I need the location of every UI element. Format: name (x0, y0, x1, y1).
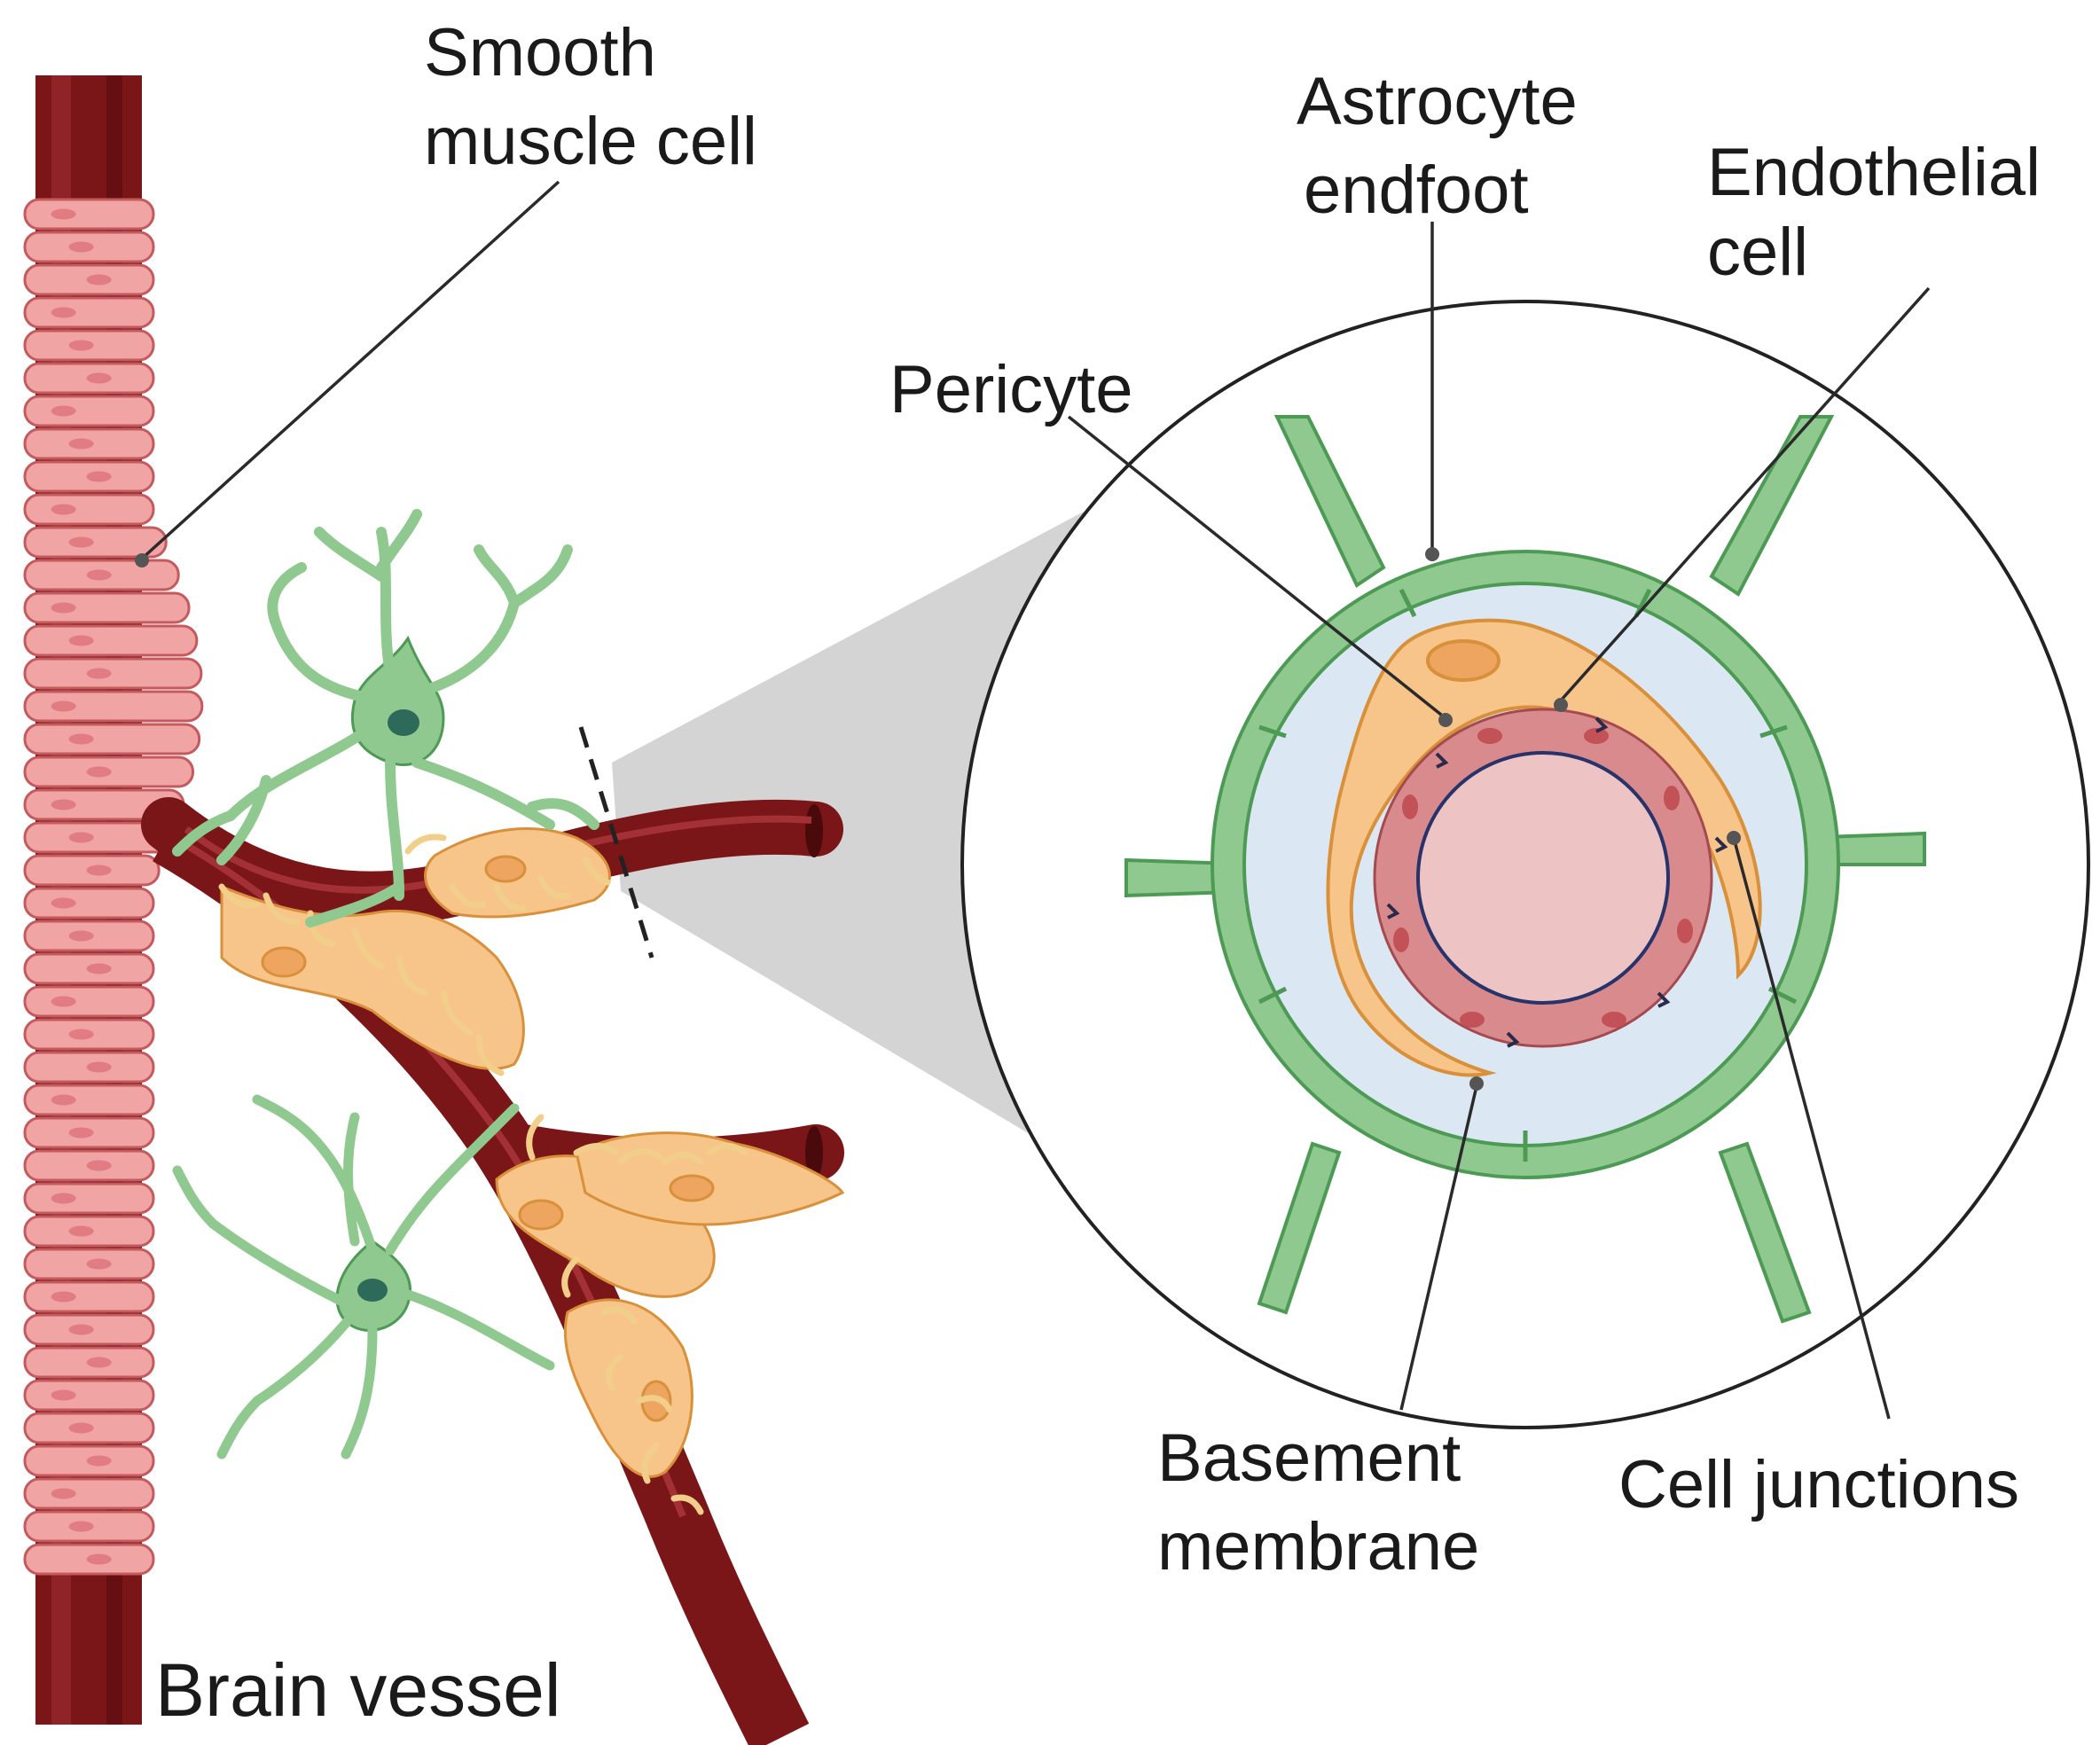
label-endothelial-line1: Endothelial (1707, 135, 2041, 210)
astrocyte-endfoot-processes (1124, 415, 1926, 1324)
smooth-muscle-nucleus (86, 372, 112, 384)
smooth-muscle-nucleus (51, 602, 76, 614)
smooth-muscle-nucleus (86, 274, 112, 286)
smooth-muscle-nucleus (68, 1127, 94, 1139)
smooth-muscle-ring (23, 296, 155, 329)
smooth-muscle-ring (23, 723, 201, 755)
section-cut-line (578, 726, 654, 959)
smooth-muscle-nucleus (86, 1160, 112, 1171)
label-endothelial-line2: cell (1707, 215, 1808, 290)
smooth-muscle-nucleus (68, 241, 94, 253)
smooth-muscle-nucleus (86, 1061, 112, 1073)
smooth-muscle-nucleus (68, 536, 94, 548)
smooth-muscle-nucleus (51, 307, 76, 318)
smooth-muscle-nucleus (86, 1258, 112, 1270)
smooth-muscle-nucleus (68, 832, 94, 843)
smooth-muscle-nucleus (86, 569, 112, 581)
label-pericyte: Pericyte (889, 352, 1133, 427)
cell-junction-marks (1386, 716, 1728, 1048)
smooth-muscle-ring (23, 1477, 155, 1510)
label-basement-line2: membrane (1157, 1509, 1479, 1585)
label-smooth-muscle-line2: muscle cell (424, 104, 757, 179)
smooth-muscle-nucleus (51, 996, 76, 1007)
endothelial-nuclei (1393, 728, 1693, 1028)
smooth-muscle-nucleus (68, 1324, 94, 1335)
smooth-muscle-nucleus (86, 1553, 112, 1565)
smooth-muscle-ring (23, 657, 203, 690)
smooth-muscle-nucleus (51, 1193, 76, 1204)
smooth-muscle-ring (23, 591, 191, 624)
smooth-muscle-nucleus (68, 340, 94, 351)
smooth-muscle-ring (23, 493, 155, 526)
smooth-muscle-nucleus (86, 1455, 112, 1467)
label-astrocyte-endfoot-line2: endfoot (1304, 153, 1529, 228)
smooth-muscle-nucleus (51, 897, 76, 909)
smooth-muscle-nucleus (86, 766, 112, 778)
smooth-muscle-nucleus (68, 1029, 94, 1040)
smooth-muscle-nucleus (86, 471, 112, 482)
smooth-muscle-ring (23, 1280, 155, 1313)
smooth-muscle-nucleus (86, 963, 112, 974)
astrocyte-upper (172, 509, 599, 927)
smooth-muscle-nucleus (51, 1389, 76, 1401)
zoom-cone (612, 505, 1095, 1170)
smooth-muscle-nucleus (51, 1094, 76, 1106)
smooth-muscle-ring (23, 1182, 155, 1215)
smooth-muscle-nucleus (51, 799, 76, 810)
astrocyte-lower (172, 1094, 555, 1459)
smooth-muscle-nucleus (51, 1488, 76, 1499)
smooth-muscle-nucleus (51, 700, 76, 712)
smooth-muscle-ring (23, 1084, 155, 1116)
smooth-muscle-nucleus (51, 208, 76, 220)
smooth-muscle-ring (23, 690, 204, 723)
pericyte-processes (218, 833, 748, 1515)
smooth-muscle-nucleus (51, 405, 76, 417)
leader-lines (135, 180, 1931, 1420)
pericytes-branch (220, 827, 845, 1478)
smooth-muscle-ring (23, 395, 155, 427)
smooth-muscle-ring (23, 985, 155, 1018)
label-cell-junctions: Cell junctions (1618, 1447, 2019, 1522)
label-astrocyte-endfoot-line1: Astrocyte (1297, 64, 1578, 139)
smooth-muscle-nucleus (68, 1521, 94, 1532)
smooth-muscle-nucleus (68, 438, 94, 450)
smooth-muscle-nucleus (68, 1225, 94, 1237)
smooth-muscle-nucleus (68, 733, 94, 745)
smooth-muscle-nucleus (86, 1357, 112, 1368)
smooth-muscle-ring (23, 1379, 155, 1412)
smooth-muscle-nucleus (86, 865, 112, 876)
smooth-muscle-ring (23, 887, 155, 919)
smooth-muscle-nucleus (86, 668, 112, 679)
label-basement-line1: Basement (1157, 1420, 1461, 1496)
smooth-muscle-nucleus (68, 1422, 94, 1434)
smooth-muscle-layer (23, 198, 204, 1576)
smooth-muscle-nucleus (68, 635, 94, 646)
pericyte-crosssection (1326, 618, 1762, 1077)
smooth-muscle-ring (23, 198, 155, 231)
label-smooth-muscle-line1: Smooth (424, 15, 656, 90)
smooth-muscle-nucleus (68, 930, 94, 942)
smooth-muscle-ring (23, 526, 168, 559)
smooth-muscle-ring (23, 624, 199, 657)
smooth-muscle-nucleus (51, 1291, 76, 1303)
smooth-muscle-nucleus (51, 504, 76, 515)
label-brain-vessel: Brain vessel (155, 1648, 561, 1732)
endothelial-ring (1375, 710, 1711, 1045)
